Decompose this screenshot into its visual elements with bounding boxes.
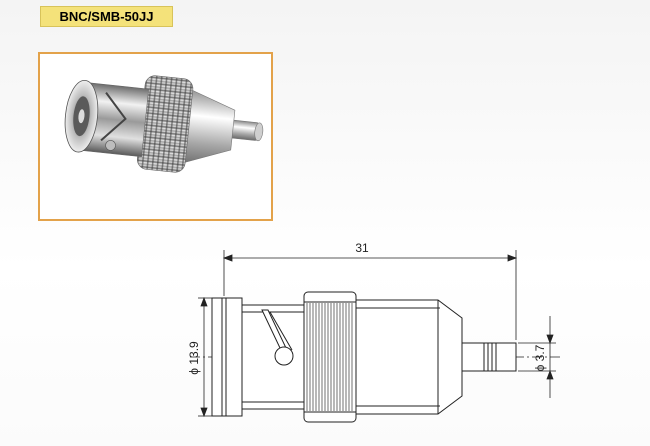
connector-body <box>355 299 463 415</box>
length-label: 31 <box>355 241 369 255</box>
product-title: BNC/SMB-50JJ <box>59 9 154 24</box>
product-photo <box>38 52 273 221</box>
knurl-pattern <box>306 303 353 411</box>
large-diameter-label: ϕ 13.9 <box>187 341 201 375</box>
small-diameter-label: ϕ 3.7 <box>533 344 547 371</box>
front-flange <box>211 297 243 417</box>
product-title-badge: BNC/SMB-50JJ <box>40 6 173 27</box>
knurled-nut <box>303 291 357 423</box>
bayonet-stud <box>274 346 294 366</box>
connector-render <box>64 75 264 173</box>
smb-pin <box>461 342 517 372</box>
length-dimension <box>222 250 518 340</box>
small-diameter-dimension <box>518 316 556 398</box>
large-diameter-dimension <box>198 296 212 418</box>
